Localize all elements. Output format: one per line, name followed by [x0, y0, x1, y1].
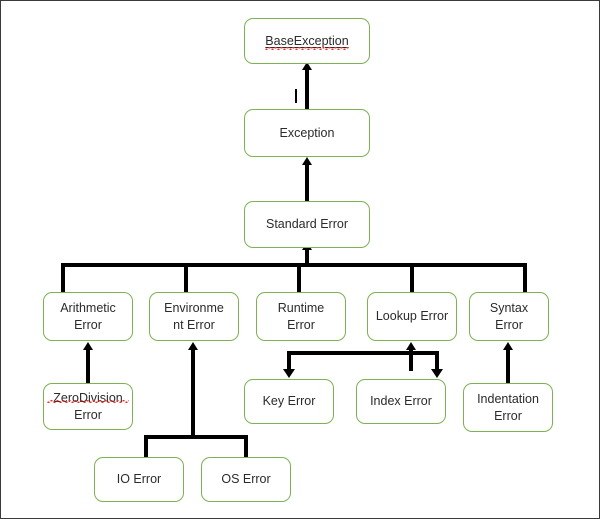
node-key-error-label: Key Error [262, 394, 316, 408]
node-syntax-error-label: Syntax Error [489, 300, 529, 332]
environment-error-trunk-arrowhead [188, 342, 198, 350]
node-lookup-error-label: Lookup Error [375, 309, 449, 323]
lookup-error-trunk-arrowhead [406, 342, 416, 350]
node-arithmetic-error-label: Arithmetic Error [60, 300, 116, 332]
environment-error-distributor-bar [144, 435, 248, 439]
node-index-error[interactable]: Index Error [356, 379, 446, 424]
node-zerodivision-error[interactable]: ZeroDivision Error [43, 383, 133, 430]
node-environment-error[interactable]: Environme nt Error [149, 292, 239, 341]
drop-runtime-error [297, 263, 301, 293]
node-lookup-error[interactable]: Lookup Error [367, 292, 457, 341]
node-standard-error[interactable]: Standard Error [244, 201, 370, 248]
node-os-error[interactable]: OS Error [201, 457, 291, 502]
node-standard-error-label: Standard Error [266, 217, 348, 231]
node-key-error[interactable]: Key Error [244, 379, 334, 424]
edge-exception-to-base-exception-line [305, 69, 309, 109]
edge-standard-error-to-exception-line [305, 164, 309, 201]
node-exception-label: Exception [279, 125, 335, 140]
node-runtime-error-label: Runtime Error [277, 300, 325, 332]
arrow-to-key-error [283, 369, 295, 378]
node-zerodivision-error-label: ZeroDivision Error [53, 390, 123, 422]
drop-index-error [435, 351, 439, 371]
node-arithmetic-error[interactable]: Arithmetic Error [43, 292, 133, 341]
node-base-exception[interactable]: BaseException [244, 18, 370, 64]
node-indentation-error-label: Indentation Error [477, 391, 539, 423]
node-indentation-error[interactable]: Indentation Error [463, 383, 553, 432]
drop-lookup-error [410, 263, 414, 293]
drop-io-error [144, 435, 148, 459]
subclass-distributor-bar [61, 263, 527, 267]
drop-syntax-error [523, 263, 527, 293]
lookup-error-distributor-bar [287, 351, 439, 355]
edge-zerodivision-to-arithmetic-line [86, 349, 90, 385]
node-index-error-label: Index Error [370, 394, 432, 408]
drop-arithmetic-error [61, 263, 65, 293]
drop-environment-error [184, 263, 188, 293]
drop-os-error [244, 435, 248, 459]
node-environment-error-label: Environme nt Error [164, 300, 224, 332]
edge-zerodivision-to-arithmetic-arrowhead [83, 342, 93, 350]
edge-indentation-to-syntax-arrowhead [503, 342, 513, 350]
node-io-error-label: IO Error [116, 472, 162, 486]
drop-key-error [287, 351, 291, 371]
edge-standard-error-to-exception-arrowhead [302, 157, 312, 165]
lookup-error-trunk-line [409, 349, 413, 371]
arrow-to-index-error [431, 369, 443, 378]
stray-tick-mark [295, 89, 297, 103]
node-runtime-error[interactable]: Runtime Error [256, 292, 346, 341]
edge-exception-to-base-exception-arrowhead [302, 62, 312, 70]
node-exception[interactable]: Exception [244, 109, 370, 157]
node-base-exception-label: BaseException [265, 33, 349, 48]
standard-error-trunk-line-2 [305, 249, 309, 265]
node-syntax-error[interactable]: Syntax Error [469, 292, 549, 341]
edge-indentation-to-syntax-line [506, 349, 510, 385]
node-os-error-label: OS Error [221, 472, 271, 486]
node-io-error[interactable]: IO Error [94, 457, 184, 502]
environment-error-trunk-line [191, 349, 195, 439]
